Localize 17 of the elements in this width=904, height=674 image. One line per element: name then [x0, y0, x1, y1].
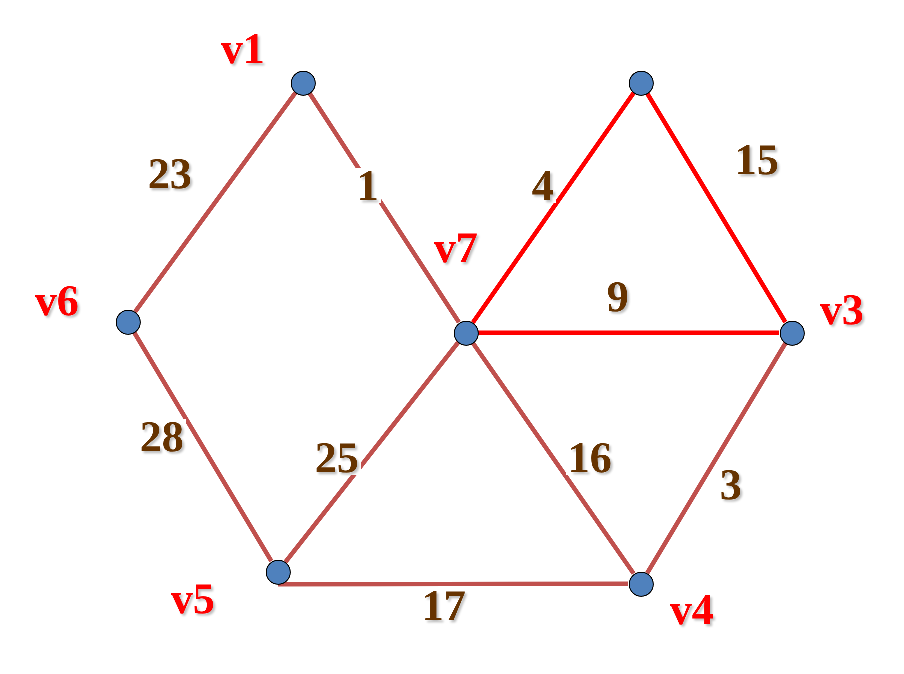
- edge-label: 1: [355, 168, 381, 204]
- vertex-label: v3: [820, 292, 864, 328]
- vertex-label: v6: [35, 283, 79, 319]
- edge-line: [646, 342, 788, 574]
- edge-line: [132, 332, 274, 562]
- vertex-label: v7: [434, 230, 478, 266]
- edge-line: [471, 92, 636, 324]
- edge-line: [478, 330, 780, 336]
- edge-label: 16: [566, 440, 614, 476]
- vertex-label: v4: [670, 592, 714, 628]
- vertex-label: v1: [221, 31, 265, 67]
- vertex-label: v5: [171, 581, 215, 617]
- edge-line: [471, 342, 636, 576]
- edge-line: [134, 92, 298, 314]
- edge-line: [284, 341, 460, 564]
- edge-line: [646, 92, 788, 324]
- edge-line: [278, 582, 628, 587]
